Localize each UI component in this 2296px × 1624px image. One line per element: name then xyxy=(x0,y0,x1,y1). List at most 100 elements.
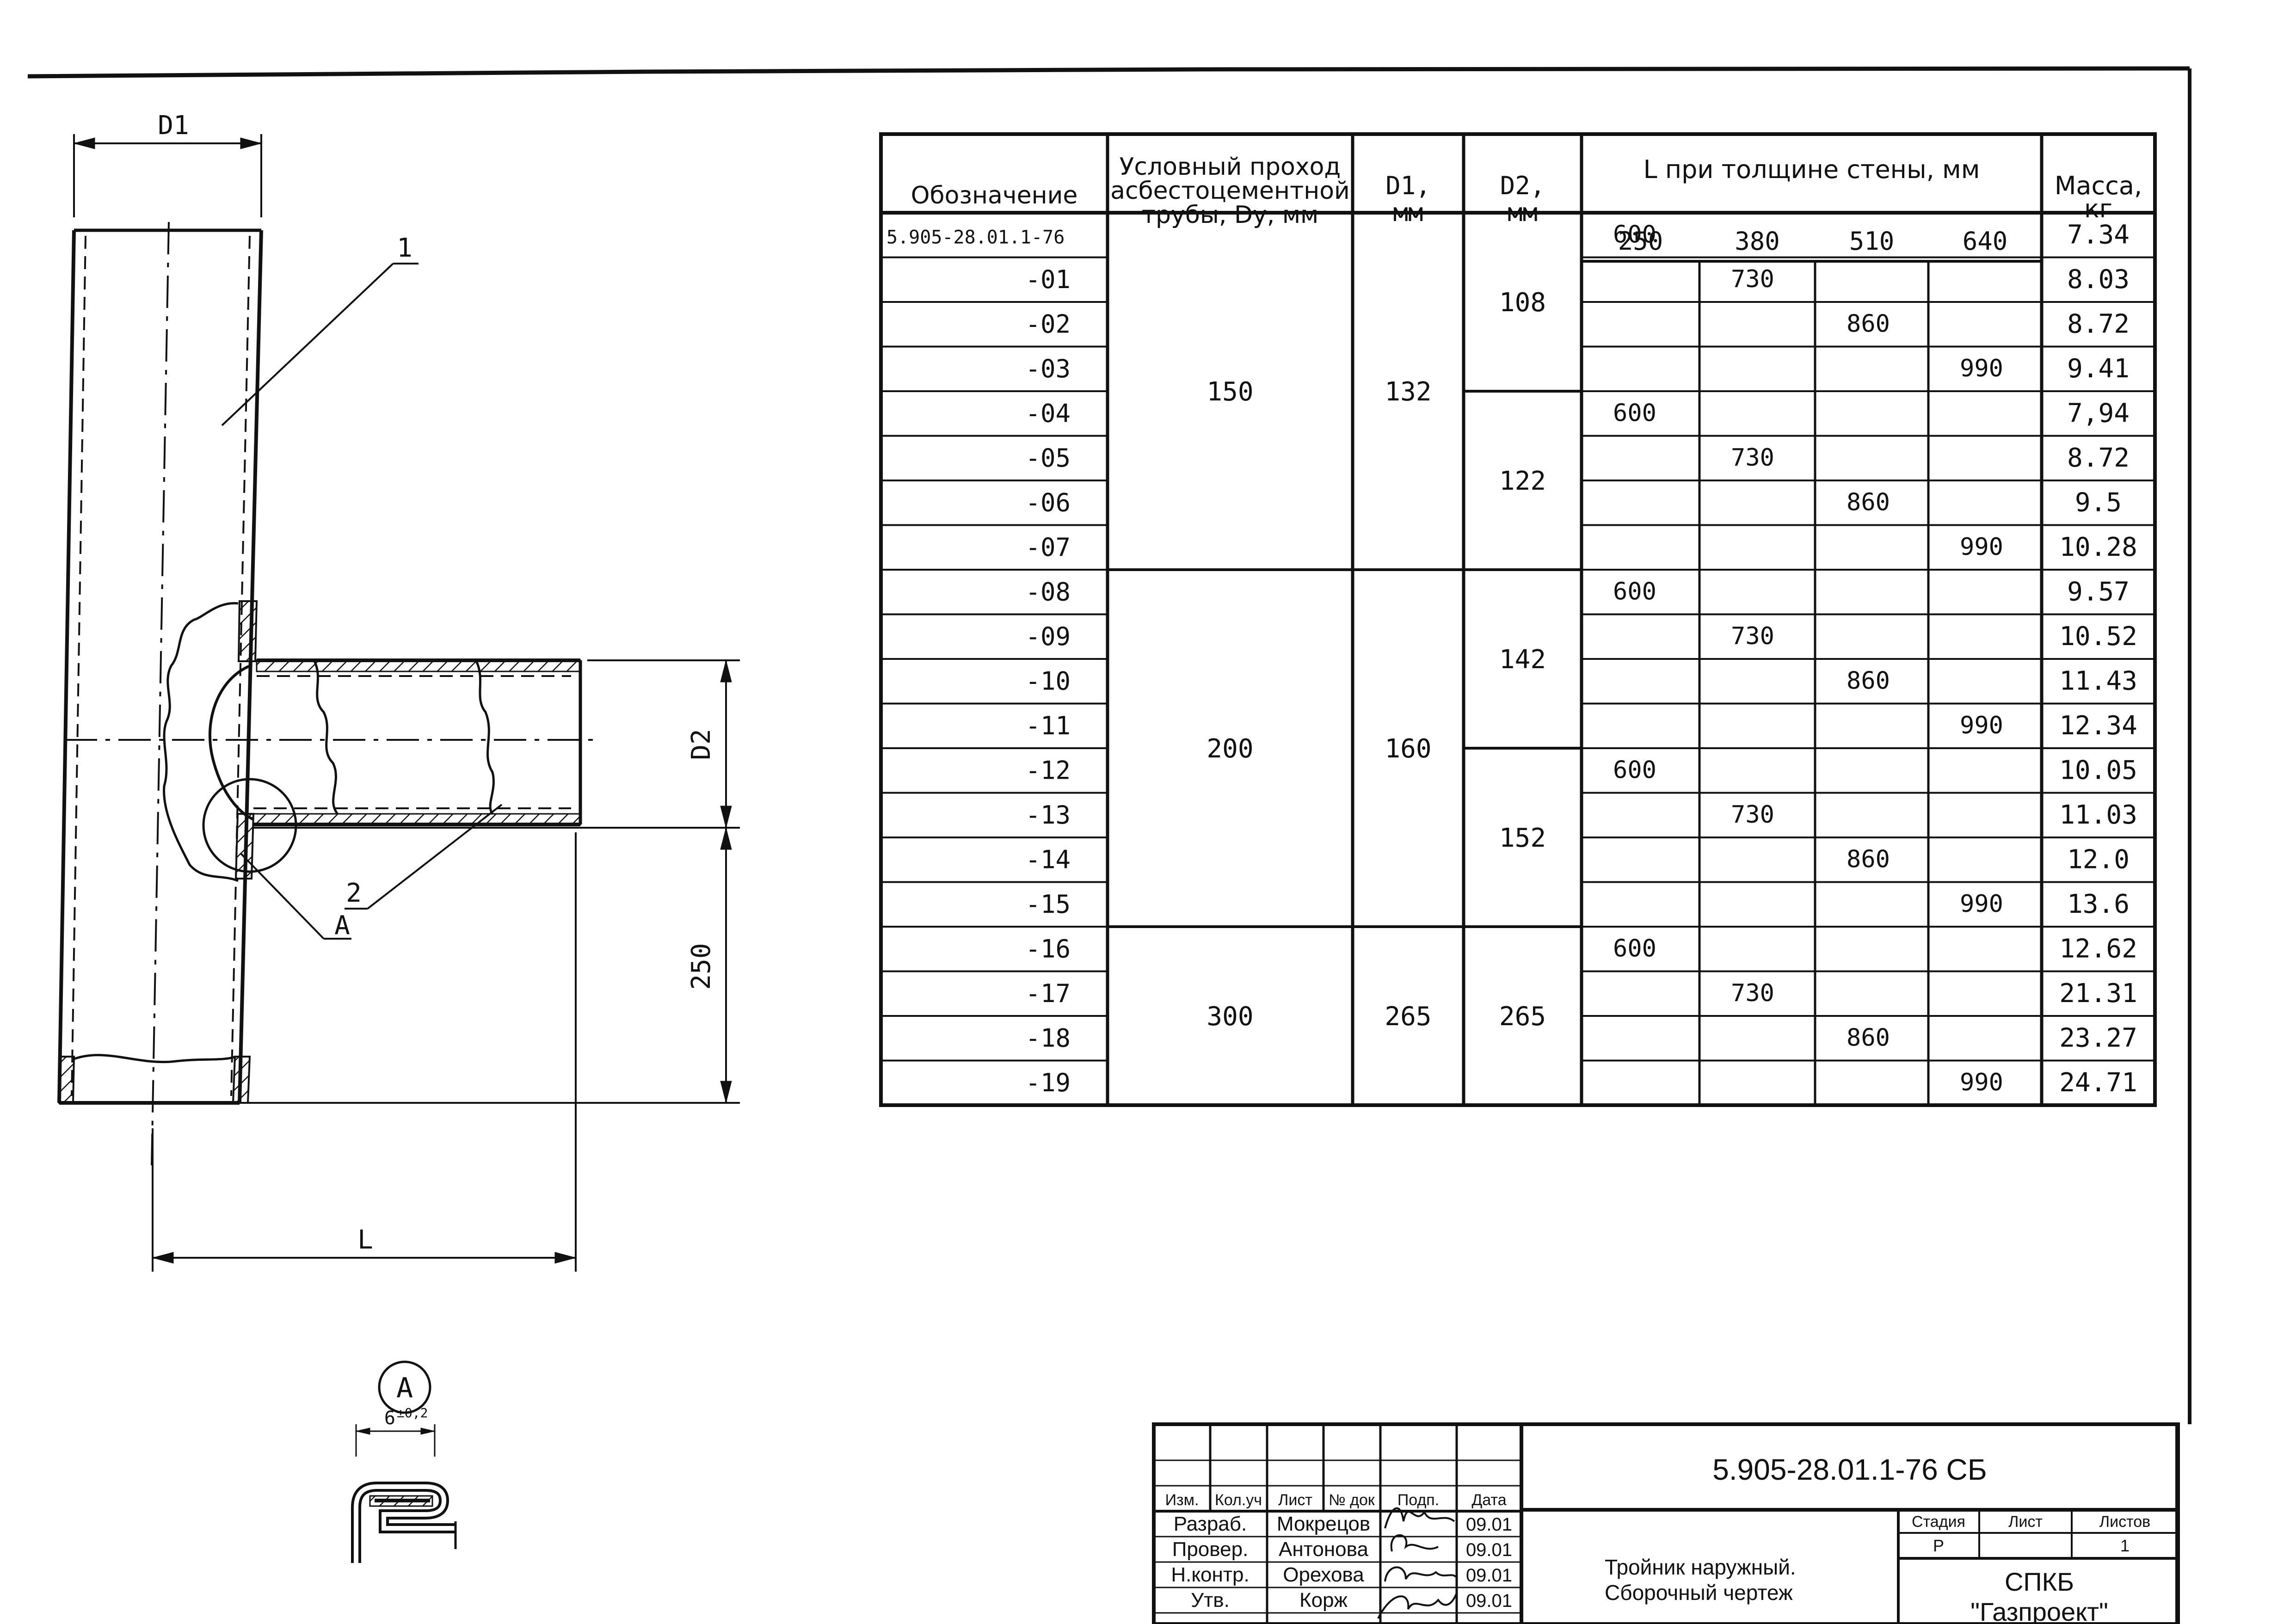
row-l-value: 600 xyxy=(1613,756,1656,784)
row-l-value: 860 xyxy=(1847,667,1890,695)
d2-group-value: 142 xyxy=(1499,645,1546,675)
header-d2-line: D2, xyxy=(1500,171,1545,200)
tee-assembly-drawing xyxy=(57,134,740,1563)
role-label: Н.контр. xyxy=(1171,1563,1249,1586)
row-mass: 9.57 xyxy=(2067,577,2130,607)
row-designation: -16 xyxy=(1025,934,1071,963)
dim-250-label: 250 xyxy=(686,943,716,990)
row-l-value: 860 xyxy=(1847,488,1890,516)
header-d1-line: мм xyxy=(1393,198,1423,227)
d1-group-value: 160 xyxy=(1385,734,1431,764)
table-row: -03 990 9.41 xyxy=(1025,354,2129,384)
title-line-1: Тройник наружный. xyxy=(1605,1555,1796,1579)
row-mass: 12.62 xyxy=(2059,934,2137,964)
dy-group-value: 150 xyxy=(1206,377,1253,407)
row-designation: -03 xyxy=(1025,354,1071,383)
row-mass: 21.31 xyxy=(2059,978,2137,1009)
row-mass: 10.05 xyxy=(2059,755,2137,785)
org-line-1: СПКБ xyxy=(2005,1567,2074,1596)
title-block-column-header: Подп. xyxy=(1397,1491,1439,1509)
title-block-column-header: № док xyxy=(1329,1491,1375,1509)
callout-1-label: 1 xyxy=(397,233,412,263)
sheets-label: Листов xyxy=(2099,1513,2150,1531)
detail-a-label: A xyxy=(396,1372,413,1404)
d2-group-value: 152 xyxy=(1499,823,1546,853)
row-l-value: 730 xyxy=(1731,265,1774,293)
title-block-column-header: Лист xyxy=(1278,1491,1312,1509)
row-mass: 11.03 xyxy=(2059,800,2137,830)
row-mass: 8.03 xyxy=(2067,265,2130,295)
header-wall-thickness: 640 xyxy=(1963,227,2008,256)
role-date: 09.01 xyxy=(1466,1514,1512,1535)
d1-group-value: 132 xyxy=(1385,377,1431,407)
row-mass: 10.28 xyxy=(2059,532,2137,562)
row-designation: -14 xyxy=(1025,845,1071,874)
d2-group-value: 122 xyxy=(1499,466,1546,496)
row-designation: -02 xyxy=(1025,309,1071,338)
table-row: -19 990 24.71 xyxy=(1025,1068,2137,1098)
row-l-value: 990 xyxy=(1960,533,2003,561)
header-dy-line: Условный проход xyxy=(1120,153,1341,181)
row-l-value: 730 xyxy=(1731,622,1774,650)
row-designation: -08 xyxy=(1025,577,1071,606)
row-designation: -19 xyxy=(1025,1068,1071,1097)
row-l-value: 990 xyxy=(1960,712,2003,739)
row-designation: -13 xyxy=(1025,800,1071,830)
header-dy-line: трубы, Dy, мм xyxy=(1142,201,1319,229)
row-l-value: 600 xyxy=(1613,578,1656,605)
header-dy-line: асбестоцементной xyxy=(1110,177,1350,205)
row-l-value: 600 xyxy=(1613,935,1656,962)
signature-3 xyxy=(1384,1566,1457,1582)
org-line-2: "Газпроект" xyxy=(1970,1597,2108,1624)
role-date: 09.01 xyxy=(1466,1591,1512,1611)
row-mass: 12.34 xyxy=(2059,711,2137,741)
header-wall-thickness: 510 xyxy=(1849,227,1895,256)
signature-4 xyxy=(1377,1593,1458,1619)
row-mass: 7.34 xyxy=(2067,220,2130,250)
row-l-value: 990 xyxy=(1960,1069,2003,1096)
row-mass: 8.72 xyxy=(2067,443,2130,473)
d1-group-value: 265 xyxy=(1385,1002,1431,1032)
row-mass: 12.0 xyxy=(2067,844,2130,874)
role-date: 09.01 xyxy=(1466,1540,1512,1560)
table-row: -16 600 12.62 xyxy=(1025,934,2137,964)
dy-group-value: 200 xyxy=(1206,734,1253,764)
callout-a-label: A xyxy=(334,910,350,941)
row-mass: 9.41 xyxy=(2067,354,2130,384)
detail-dim-label: 6 xyxy=(384,1408,395,1429)
title-block-column-header: Дата xyxy=(1471,1491,1506,1509)
row-mass: 10.52 xyxy=(2059,621,2137,652)
row-mass: 24.71 xyxy=(2059,1068,2137,1098)
row-designation: -04 xyxy=(1025,399,1071,428)
row-designation: -10 xyxy=(1025,666,1071,695)
d2-group-value: 265 xyxy=(1499,1002,1546,1032)
row-mass: 23.27 xyxy=(2059,1023,2137,1053)
stage-value: Р xyxy=(1933,1536,1944,1555)
row-l-value: 990 xyxy=(1960,355,2003,382)
row-designation: -06 xyxy=(1025,488,1071,517)
header-wall-thickness: 380 xyxy=(1735,227,1780,256)
row-l-value: 860 xyxy=(1847,310,1890,338)
dim-l-label: L xyxy=(357,1225,373,1255)
table-row: -08 600 9.57 xyxy=(1025,577,2129,607)
title-block-column-header: Кол.уч xyxy=(1215,1491,1262,1509)
row-designation: -05 xyxy=(1025,443,1071,473)
dy-group-value: 300 xyxy=(1206,1002,1253,1032)
row-l-value: 990 xyxy=(1960,890,2003,918)
row-mass: 7,94 xyxy=(2067,398,2130,428)
header-l-group: L при толщине стены, мм xyxy=(1644,155,1980,184)
role-label: Разраб. xyxy=(1174,1513,1247,1535)
